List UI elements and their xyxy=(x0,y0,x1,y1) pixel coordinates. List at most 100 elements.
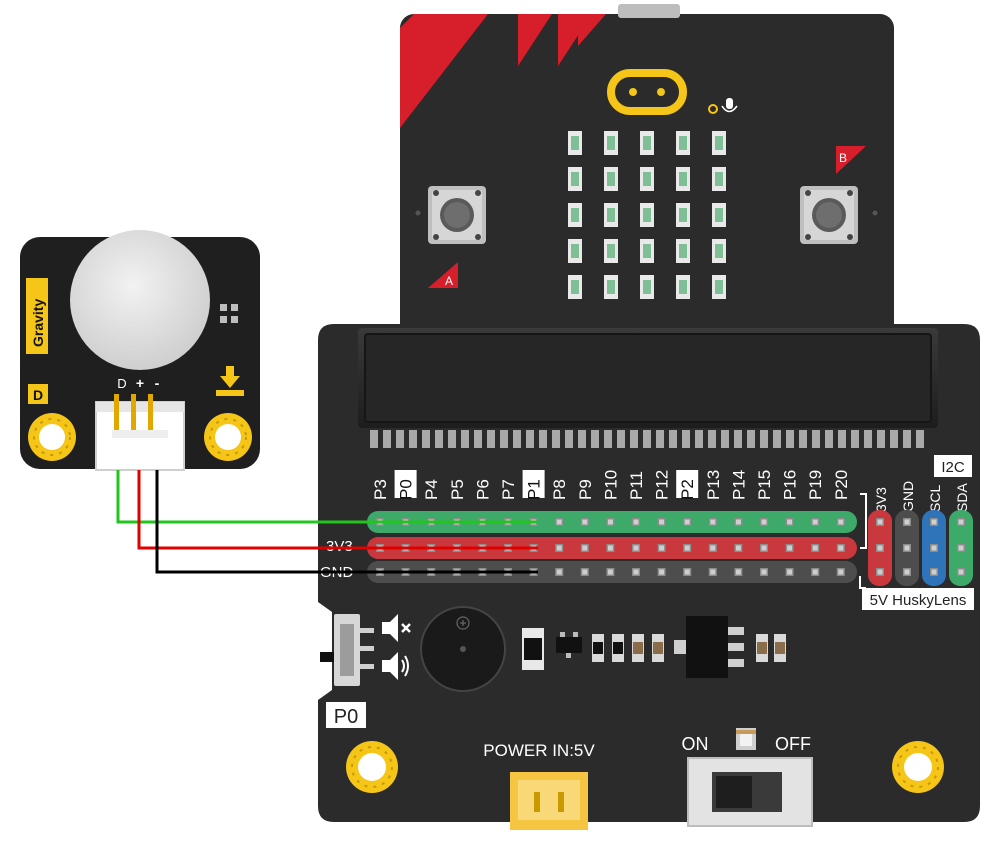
header-pin-p2-row2[interactable] xyxy=(676,561,698,583)
sensor-pads xyxy=(220,304,238,323)
power-led xyxy=(736,728,756,750)
header-pin-p9-row1[interactable] xyxy=(574,537,596,559)
edge-pin xyxy=(773,430,781,448)
i2c-pin-sda-1[interactable] xyxy=(950,537,972,559)
i2c-pin-3v3-1[interactable] xyxy=(869,537,891,559)
header-pin-p10-row2[interactable] xyxy=(599,561,621,583)
header-pin-p20-row2[interactable] xyxy=(830,561,852,583)
edge-pin xyxy=(695,430,703,448)
header-pin-p2-row0[interactable] xyxy=(676,511,698,533)
header-pin-p16-row0[interactable] xyxy=(779,511,801,533)
wire-green xyxy=(116,470,538,524)
header-pin-p13-row1[interactable] xyxy=(702,537,724,559)
led-4-4 xyxy=(712,275,726,299)
header-pin-p15-row2[interactable] xyxy=(753,561,775,583)
led-4-2 xyxy=(640,275,654,299)
led-1-2 xyxy=(640,167,654,191)
pin-label-p7: P7 xyxy=(499,479,518,500)
i2c-pin-scl-0[interactable] xyxy=(923,511,945,533)
header-pin-p11-row1[interactable] xyxy=(625,537,647,559)
pin-label-p8: P8 xyxy=(550,479,569,500)
header-pin-p16-row2[interactable] xyxy=(779,561,801,583)
led-1-4 xyxy=(712,167,726,191)
header-pin-p19-row2[interactable] xyxy=(804,561,826,583)
power-switch[interactable] xyxy=(687,757,813,827)
edge-pin xyxy=(565,430,573,448)
header-pin-p11-row2[interactable] xyxy=(625,561,647,583)
header-pin-p16-row1[interactable] xyxy=(779,537,801,559)
edge-pin xyxy=(734,430,742,448)
header-pin-p2-row1[interactable] xyxy=(676,537,698,559)
header-pin-p11-row0[interactable] xyxy=(625,511,647,533)
i2c-pin-gnd-2[interactable] xyxy=(896,561,918,583)
button-a-marker-icon xyxy=(428,262,458,288)
button-a-label: A xyxy=(445,274,453,288)
header-pin-p19-row1[interactable] xyxy=(804,537,826,559)
microphone-icon xyxy=(726,98,733,109)
button-b-marker-icon xyxy=(836,146,866,174)
header-pin-p14-row1[interactable] xyxy=(727,537,749,559)
header-pin-p13-row2[interactable] xyxy=(702,561,724,583)
wire-black xyxy=(155,470,538,574)
header-pin-p12-row0[interactable] xyxy=(651,511,673,533)
led-3-1 xyxy=(604,239,618,263)
edge-pin xyxy=(903,430,911,448)
edge-pin xyxy=(838,430,846,448)
sensor-mounting-hole-left xyxy=(28,413,76,461)
p0-label-box xyxy=(326,702,366,728)
header-pin-p15-row0[interactable] xyxy=(753,511,775,533)
button-a[interactable] xyxy=(428,186,486,244)
button-b[interactable] xyxy=(800,186,858,244)
header-pin-p13-row0[interactable] xyxy=(702,511,724,533)
led-2-2 xyxy=(640,203,654,227)
header-pin-p20-row1[interactable] xyxy=(830,537,852,559)
i2c-pin-gnd-0[interactable] xyxy=(896,511,918,533)
digital-output-icon xyxy=(216,366,244,396)
wires xyxy=(116,470,538,574)
gravity-brand: Gravity xyxy=(30,299,46,347)
sensor-type-badge: D xyxy=(33,387,43,403)
edge-pin xyxy=(656,430,664,448)
power-connector xyxy=(510,772,588,830)
mute-switch[interactable] xyxy=(320,614,374,686)
sensor-mounting-hole-right xyxy=(204,413,252,461)
edge-pin xyxy=(474,430,482,448)
i2c-pin-scl-2[interactable] xyxy=(923,561,945,583)
header-pin-p19-row0[interactable] xyxy=(804,511,826,533)
i2c-pin-label-scl: SCL xyxy=(927,485,943,512)
i2c-pin-gnd-1[interactable] xyxy=(896,537,918,559)
edge-pin xyxy=(513,430,521,448)
led-1-1 xyxy=(604,167,618,191)
header-pin-p10-row0[interactable] xyxy=(599,511,621,533)
header-pin-p10-row1[interactable] xyxy=(599,537,621,559)
led-0-3 xyxy=(676,131,690,155)
buzzer xyxy=(420,606,506,692)
header-pin-p20-row0[interactable] xyxy=(830,511,852,533)
header-pin-p9-row2[interactable] xyxy=(574,561,596,583)
led-2-1 xyxy=(604,203,618,227)
header-pin-p8-row1[interactable] xyxy=(548,537,570,559)
header-pin-p15-row1[interactable] xyxy=(753,537,775,559)
edge-pin xyxy=(825,430,833,448)
header-pin-p14-row0[interactable] xyxy=(727,511,749,533)
i2c-pin-sda-0[interactable] xyxy=(950,511,972,533)
header-pin-p12-row2[interactable] xyxy=(651,561,673,583)
pin-label-p11: P11 xyxy=(627,471,646,500)
i2c-pin-3v3-0[interactable] xyxy=(869,511,891,533)
header-pin-p8-row2[interactable] xyxy=(548,561,570,583)
i2c-header xyxy=(868,510,973,586)
i2c-pin-label-sda: SDA xyxy=(954,483,970,512)
header-pin-p8-row0[interactable] xyxy=(548,511,570,533)
touch-logo-icon[interactable] xyxy=(607,69,687,115)
i2c-pin-3v3-2[interactable] xyxy=(869,561,891,583)
header-pin-p9-row0[interactable] xyxy=(574,511,596,533)
edge-pin xyxy=(370,430,378,448)
huskylens-label-box xyxy=(862,588,974,610)
i2c-pin-sda-2[interactable] xyxy=(950,561,972,583)
header-pin-p12-row1[interactable] xyxy=(651,537,673,559)
led-3-2 xyxy=(640,239,654,263)
header-pin-p14-row2[interactable] xyxy=(727,561,749,583)
i2c-pin-scl-1[interactable] xyxy=(923,537,945,559)
